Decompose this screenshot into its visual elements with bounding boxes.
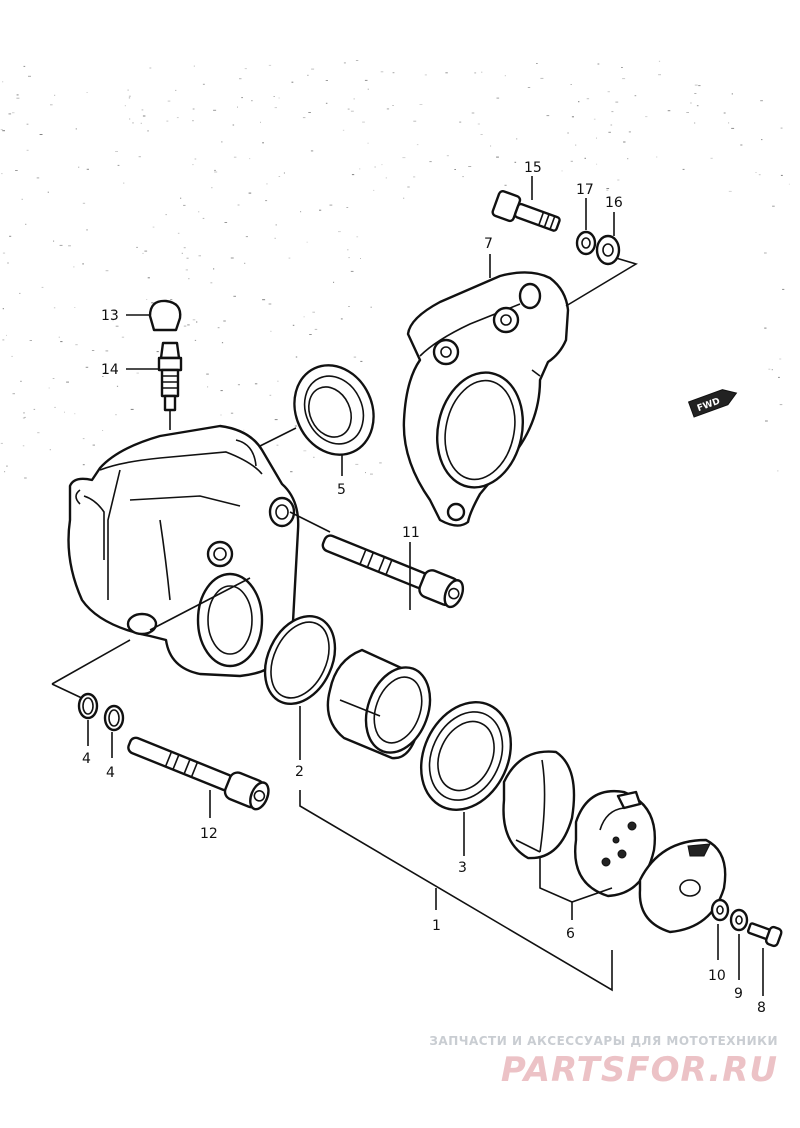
part-3-dust-boot [419, 701, 513, 856]
label-2: 2 [295, 764, 304, 780]
part-13-bleeder-cap [126, 299, 182, 332]
pad-shim [638, 838, 727, 934]
part-16-washer [595, 212, 621, 266]
label-11: 11 [402, 525, 420, 541]
label-15: 15 [524, 160, 542, 176]
label-1: 1 [432, 918, 441, 934]
part-17-washer [575, 198, 597, 256]
label-4b: 4 [106, 765, 115, 781]
part-4-orings [77, 692, 125, 758]
label-5: 5 [337, 482, 346, 498]
assembly-lines-body [51, 427, 331, 701]
fwd-arrow-badge: FWD [687, 389, 738, 418]
label-10: 10 [708, 968, 726, 984]
part-11-slide-pin [321, 534, 465, 610]
part-15-bolt [491, 176, 561, 232]
label-9: 9 [734, 986, 743, 1002]
part-12-slide-pin [127, 736, 270, 818]
label-13: 13 [101, 308, 119, 324]
part-10-washer [710, 898, 730, 960]
part-5-seal [293, 364, 375, 476]
label-17: 17 [576, 182, 594, 198]
part-8-screw [746, 922, 783, 996]
part-9-washer [729, 908, 749, 980]
part-6-brake-pads [502, 750, 657, 920]
part-14-bleeder-valve [126, 341, 183, 430]
watermark-brand: PARTSFOR.RU [500, 1050, 778, 1090]
scan-noise [0, 60, 790, 479]
label-16: 16 [605, 195, 623, 211]
caliper-body [67, 424, 300, 678]
label-8: 8 [757, 1000, 766, 1016]
watermark-tagline: ЗАПЧАСТИ И АКСЕССУАРЫ ДЛЯ МОТОТЕХНИКИ [429, 1034, 778, 1048]
part-7-caliper-bracket [402, 254, 570, 527]
assembly-line-bracket [565, 257, 638, 307]
watermark: ЗАПЧАСТИ И АКСЕССУАРЫ ДЛЯ МОТОТЕХНИКИ PA… [429, 1034, 778, 1090]
label-4a: 4 [82, 751, 91, 767]
label-14: 14 [101, 362, 119, 378]
part-2-piston-seal [263, 614, 337, 760]
label-3: 3 [458, 860, 467, 876]
assembly-line-part-1 [299, 790, 613, 992]
piston [326, 648, 432, 760]
label-7: 7 [484, 236, 493, 252]
label-12: 12 [200, 826, 218, 842]
label-6: 6 [566, 926, 575, 942]
